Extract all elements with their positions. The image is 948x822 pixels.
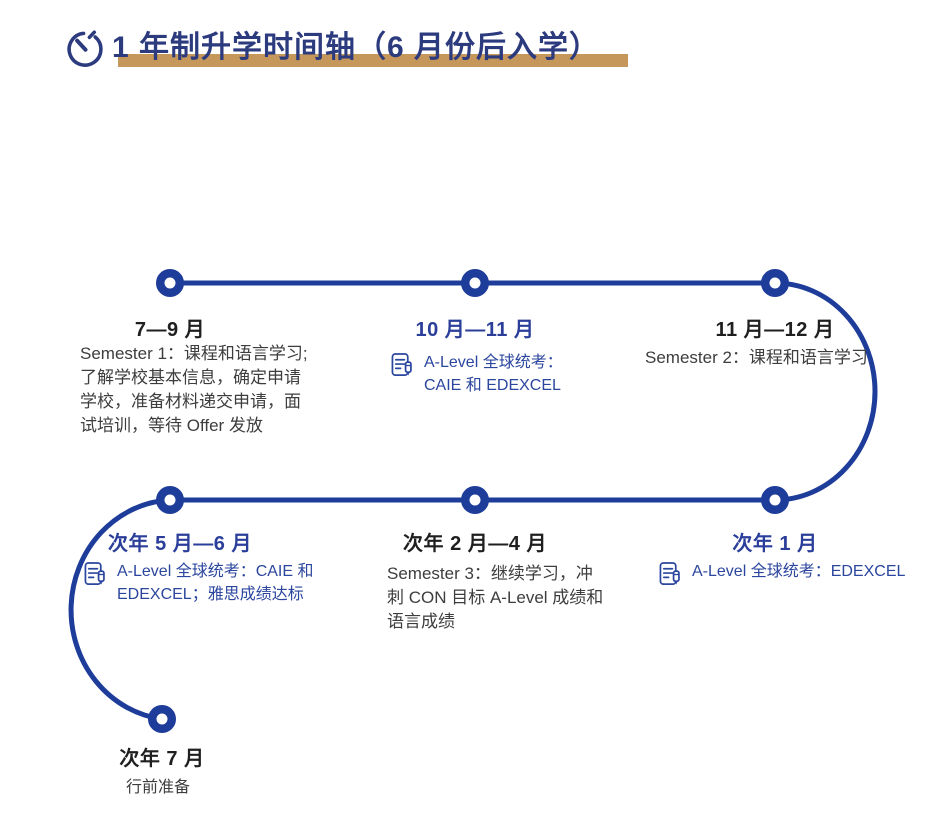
node-description-4-row: A-Level 全球统考：EDEXCEL	[659, 560, 905, 588]
period-label-4: 次年 1 月	[732, 533, 818, 555]
clock-icon	[67, 30, 103, 67]
period-label-6: 次年 5 月—6 月	[108, 533, 252, 555]
timeline-node-dot	[148, 705, 176, 733]
node-description-1: Semester 1：课程和语言学习; 了解学校基本信息，确定申请 学校，准备材…	[80, 344, 308, 435]
node-description-7: 行前准备	[126, 779, 191, 796]
node-description-6-row: A-Level 全球统考：CAIE 和 EDEXCEL；雅思成绩达标	[84, 560, 314, 606]
timeline-node-dot	[156, 269, 184, 297]
period-label-7: 次年 7 月	[119, 748, 205, 770]
period-label-2: 10 月—11 月	[415, 319, 535, 341]
period-label-1: 7—9 月	[134, 319, 206, 341]
node-description-2: A-Level 全球统考： CAIE 和 EDEXCEL	[424, 354, 563, 394]
exam-doc-icon	[84, 562, 105, 585]
node-description-5: Semester 3：继续学习，冲 刺 CON 目标 A-Level 成绩和 语…	[387, 564, 604, 631]
page-title: 1 年制升学时间轴（6 月份后入学）	[112, 31, 601, 64]
node-description-4: A-Level 全球统考：EDEXCEL	[692, 563, 906, 580]
node-description-3: Semester 2：课程和语言学习	[645, 348, 868, 367]
node-description-6: A-Level 全球统考：CAIE 和 EDEXCEL；雅思成绩达标	[117, 563, 314, 603]
timeline-node-dot	[761, 486, 789, 514]
period-label-3: 11 月—12 月	[715, 319, 835, 341]
node-description-2-row: A-Level 全球统考： CAIE 和 EDEXCEL	[391, 351, 563, 397]
exam-doc-icon	[659, 562, 680, 585]
period-label-5: 次年 2 月—4 月	[403, 533, 547, 555]
exam-doc-icon	[391, 353, 412, 376]
timeline-node-dot	[461, 486, 489, 514]
timeline-node-dot	[461, 269, 489, 297]
timeline-node-dot	[156, 486, 184, 514]
timeline-node-dot	[761, 269, 789, 297]
title-underline	[118, 54, 628, 67]
